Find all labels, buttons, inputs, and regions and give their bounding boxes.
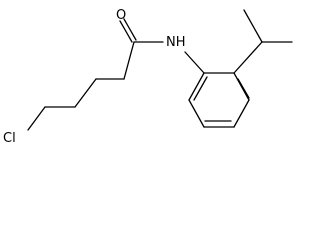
bond-carbonyl-a bbox=[119, 20, 133, 43]
chlorine-label: Cl bbox=[3, 131, 16, 146]
ring-bond-6 bbox=[188, 72, 205, 101]
nitrogen-label: NH bbox=[166, 35, 186, 50]
bond-c2-c3 bbox=[27, 106, 46, 131]
bond-carbonyl-b bbox=[123, 18, 137, 41]
bond-ring-isopropyl bbox=[233, 41, 263, 74]
ring-bond-2 bbox=[233, 72, 250, 101]
bond-isopropyl-methyl-1 bbox=[243, 9, 263, 43]
ring-bond-3 bbox=[233, 99, 250, 128]
bond-n-aryl bbox=[184, 51, 205, 74]
bond-c6-c7 bbox=[123, 41, 135, 80]
ring-double-3 bbox=[193, 76, 208, 101]
bond-c4-c5 bbox=[74, 78, 97, 108]
molecule-structure: O NH Cl bbox=[3, 8, 293, 146]
oxygen-label: O bbox=[116, 8, 126, 23]
ring-double-1 bbox=[237, 78, 250, 99]
ring-bond-5 bbox=[188, 99, 205, 128]
